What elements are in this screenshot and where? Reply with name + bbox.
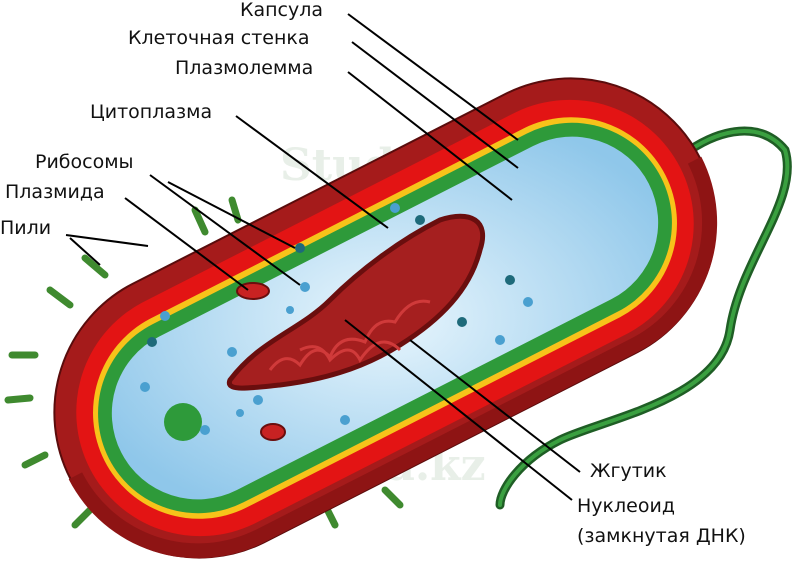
label-ribosomes: Рибосомы — [35, 151, 134, 173]
label-plasmid: Плазмида — [5, 181, 105, 203]
label-nucleoid-note: (замкнутая ДНК) — [577, 525, 746, 547]
label-plasmalemma: Плазмолемма — [175, 57, 313, 79]
leader-lines — [65, 13, 581, 501]
label-nucleoid: Нуклеоид — [577, 495, 675, 517]
ribosomes — [140, 203, 533, 435]
inclusion — [164, 403, 202, 441]
label-capsule: Капсула — [240, 0, 323, 21]
label-pili: Пили — [0, 217, 51, 239]
flagellum-highlight — [498, 129, 790, 507]
nucleoid — [226, 213, 486, 391]
label-cytoplasm: Цитоплазма — [90, 101, 212, 123]
label-cell-wall: Клеточная стенка — [128, 27, 310, 49]
label-flagellum: Жгутик — [590, 460, 667, 482]
